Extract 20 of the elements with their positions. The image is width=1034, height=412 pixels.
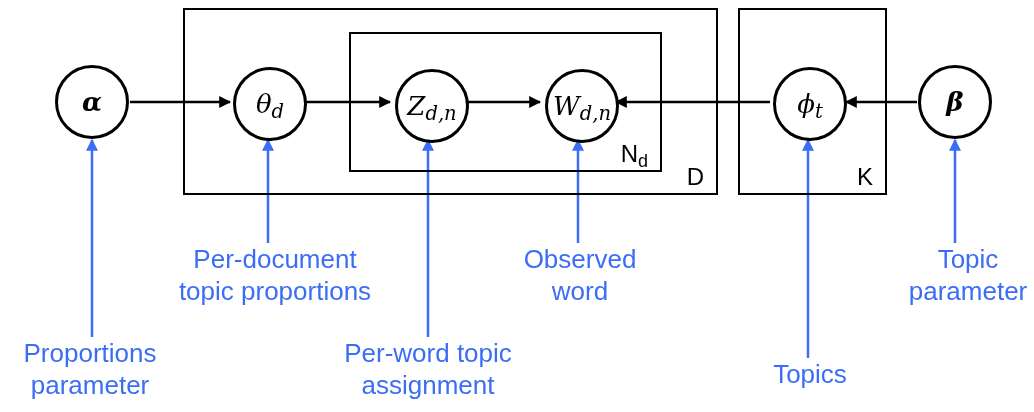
- annotation-text: Topics: [773, 358, 847, 390]
- arrow: [306, 96, 392, 108]
- plate-box: [349, 32, 662, 172]
- annotation-text: Per-document topic proportions: [177, 243, 373, 307]
- annotation-text: Per-word topic assignment: [343, 337, 513, 401]
- plate-box: [183, 8, 718, 195]
- leader-arrow: [949, 138, 961, 243]
- plate-label: D: [686, 165, 704, 189]
- arrow: [130, 96, 232, 108]
- leader-arrow: [86, 138, 98, 337]
- variable-symbol: ϕ$_{t}$: [797, 91, 823, 117]
- plate-label: N$_{d}$: [620, 142, 648, 166]
- plate-box: [738, 8, 887, 195]
- variable-symbol: β: [946, 89, 964, 115]
- annotation-text: Observed word: [522, 243, 638, 307]
- variable-symbol: θ$_{d}$: [255, 91, 285, 117]
- plate-label: K: [857, 165, 873, 189]
- annotation-text: Proportions parameter: [22, 337, 158, 401]
- annotation-text: Topic parameter: [907, 243, 1029, 307]
- variable-symbol: α: [82, 89, 102, 115]
